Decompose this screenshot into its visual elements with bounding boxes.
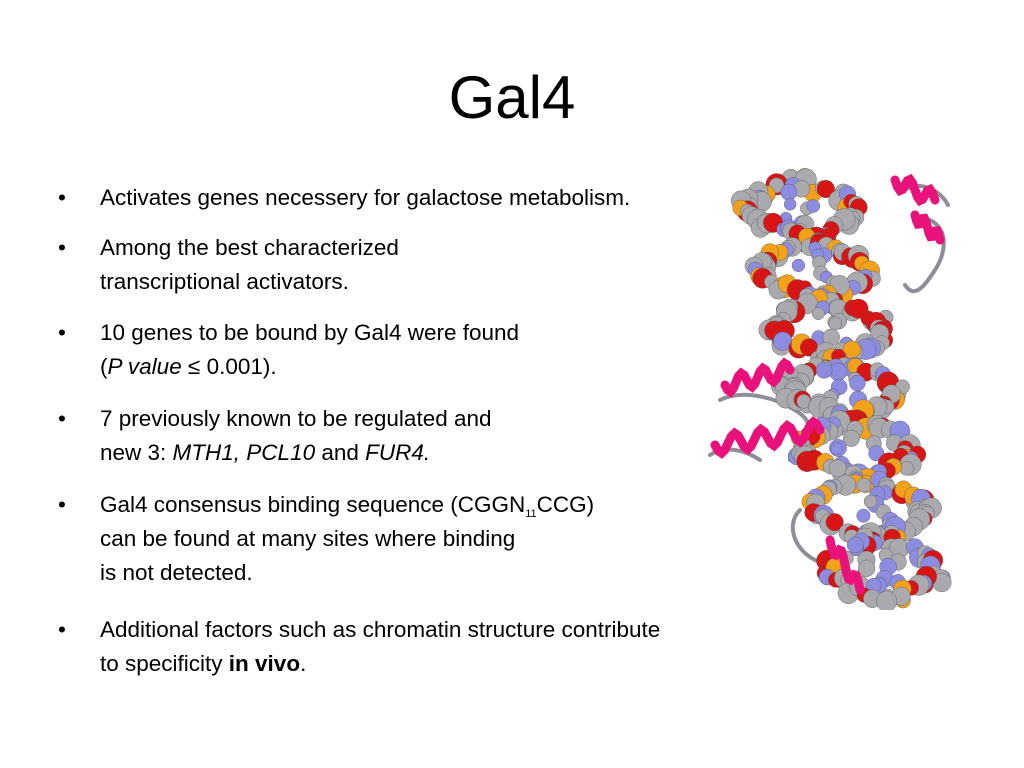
atom-sphere — [791, 258, 806, 273]
slide-title: Gal4 — [448, 64, 576, 131]
atom-sphere — [780, 183, 798, 201]
protein-helix-ribbons — [710, 173, 945, 595]
bullet-marker: • — [58, 617, 66, 642]
bullet-item-activators: • Among the best characterized transcrip… — [58, 231, 760, 299]
p-value-label: P value — [107, 354, 182, 379]
bullet-text-line1: Additional factors such as chromatin str… — [100, 617, 661, 642]
structure-strand — [710, 416, 825, 459]
in-vivo-text: in vivo — [228, 651, 301, 676]
atom-sphere — [846, 536, 864, 554]
bullet-text-line2: transcriptional activators. — [100, 269, 349, 294]
bullet-item-regulated-genes: • 7 previously known to be regulated and… — [58, 402, 760, 470]
bullet-marker: • — [58, 185, 66, 210]
bullet-marker: • — [58, 492, 66, 517]
structure-strand — [890, 173, 940, 207]
bullet-text-line1: Gal4 consensus binding sequence (CGGN11C… — [100, 488, 760, 522]
structure-strand — [910, 210, 945, 245]
atom-sphere — [806, 199, 821, 213]
structure-strand — [720, 357, 795, 398]
atom-sphere — [830, 442, 844, 456]
bullet-marker: • — [58, 235, 66, 260]
bullet-text-line2: can be found at many sites where binding — [100, 526, 516, 551]
bullet-text: Activates genes necessery for galactose … — [100, 185, 631, 210]
structure-strand — [825, 535, 865, 595]
consensus-subscript: 11 — [525, 508, 537, 520]
bullet-marker: • — [58, 320, 66, 345]
atom-sphere — [856, 508, 871, 523]
atom-sphere — [811, 307, 825, 320]
atom-sphere — [828, 316, 843, 331]
atom-sphere — [815, 361, 833, 379]
specificity-text: to specificity — [100, 651, 229, 676]
bullet-item-galactose: • Activates genes necessery for galactos… — [58, 181, 760, 215]
atom-sphere — [876, 591, 898, 610]
atom-sphere — [816, 180, 835, 199]
gal4-dna-structure-image — [708, 168, 952, 610]
bullet-text-line3: is not detected. — [100, 560, 253, 585]
bullet-item-bound-genes: • 10 genes to be bound by Gal4 were foun… — [58, 316, 760, 384]
p-value-threshold: ≤ 0.001). — [181, 354, 277, 379]
consensus-suffix: CCG) — [536, 492, 595, 517]
bullet-text-line1: 7 previously known to be regulated and — [100, 406, 492, 431]
gene-name-fur4: FUR4. — [365, 440, 431, 465]
atom-sphere — [856, 477, 872, 493]
new-genes-prefix: new 3: — [100, 440, 173, 465]
gene-names: MTH1, PCL10 — [172, 440, 316, 465]
bullet-text-line2: new 3: MTH1, PCL10 and FUR4. — [100, 436, 760, 470]
atom-sphere — [828, 459, 847, 478]
atom-sphere — [783, 198, 797, 211]
bullet-text-line1: Among the best characterized — [100, 235, 399, 260]
bullet-item-consensus-sequence: • Gal4 consensus binding sequence (CGGN1… — [58, 488, 760, 590]
atom-sphere — [858, 559, 876, 577]
atom-sphere — [825, 513, 844, 532]
atom-sphere — [849, 374, 866, 392]
dna-spacefill-atoms — [731, 168, 952, 610]
period: . — [300, 651, 307, 676]
bullet-item-chromatin: • Additional factors such as chromatin s… — [58, 613, 800, 681]
consensus-prefix: Gal4 consensus binding sequence (CGGN — [100, 492, 526, 517]
bullet-text-line2: to specificity in vivo. — [100, 647, 800, 681]
bullet-marker: • — [58, 406, 66, 431]
paren-open: ( — [100, 354, 108, 379]
atom-sphere — [842, 429, 860, 447]
bullet-text-line1: 10 genes to be bound by Gal4 were found — [100, 320, 520, 345]
structure-strand — [708, 447, 762, 462]
bullet-text-line2: (P value ≤ 0.001). — [100, 350, 760, 384]
atom-sphere — [863, 494, 878, 509]
and-text: and — [315, 440, 366, 465]
